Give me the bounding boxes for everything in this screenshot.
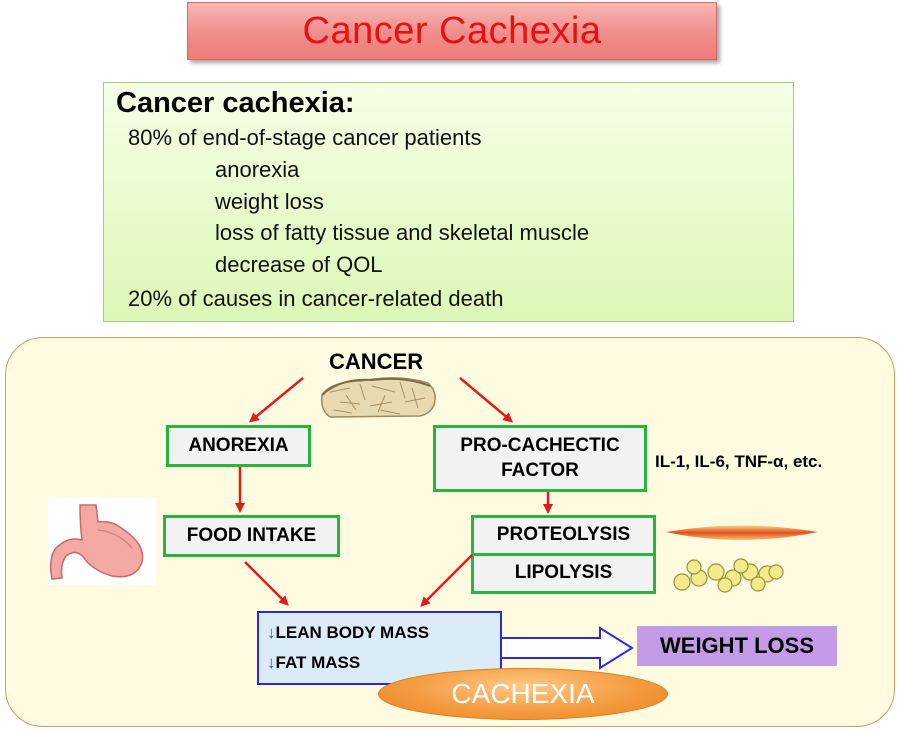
pro-cachectic-label: PRO-CACHECTIC FACTOR [460,434,620,481]
info-item-weight-loss: weight loss [215,189,324,214]
down-arrow-icon: ↓ [267,653,276,672]
arrow-proteolysis-mass [420,554,473,607]
down-arrow-icon: ↓ [267,623,276,642]
anorexia-label: ANOREXIA [188,434,289,456]
cytokines-label: IL-1, IL-6, TNF-α, etc. [655,452,823,471]
tumor-tissue-icon [320,377,436,418]
info-line-death: 20% of causes in cancer-related death [128,286,504,311]
arrow-mass-weightloss [502,626,634,670]
arrow-cancer-procachectic [459,377,514,423]
page-title: Cancer Cachexia [302,9,602,52]
lipolysis-label: LIPOLYSIS [514,562,613,584]
food-intake-node: FOOD INTAKE [163,515,340,557]
arrow-food-mass [244,561,289,606]
arrow-cancer-anorexia [248,377,304,423]
fat-mass-label: FAT MASS [275,653,361,672]
info-item-qol: decrease of QOL [215,252,383,277]
info-heading: Cancer cachexia: [116,87,355,119]
food-intake-label: FOOD INTAKE [186,524,317,546]
lean-body-mass-label: LEAN BODY MASS [275,623,430,642]
title-banner: Cancer Cachexia [187,2,717,60]
proteolysis-label: PROTEOLYSIS [496,524,631,546]
cachexia-label: CACHEXIA [451,678,595,709]
fat-cells-icon [673,558,784,593]
lipolysis-node: LIPOLYSIS [471,553,656,594]
anorexia-node: ANOREXIA [166,425,311,467]
weight-loss-label: WEIGHT LOSS [660,633,814,658]
weight-loss-box: WEIGHT LOSS [637,626,837,666]
info-line-patients: 80% of end-of-stage cancer patients [128,125,482,150]
lean-body-mass-line: ↓LEAN BODY MASS [267,623,429,643]
info-item-tissue-loss: loss of fatty tissue and skeletal muscle [215,220,590,245]
muscle-fiber-icon [666,525,818,540]
info-item-anorexia: anorexia [215,157,300,182]
pro-cachectic-node: PRO-CACHECTIC FACTOR [433,425,647,492]
cancer-label: CANCER [329,349,424,374]
fat-mass-line: ↓FAT MASS [267,653,360,673]
stomach-icon [48,497,156,585]
cachexia-oval: CACHEXIA [378,668,668,720]
info-panel: Cancer cachexia: 80% of end-of-stage can… [103,82,794,322]
